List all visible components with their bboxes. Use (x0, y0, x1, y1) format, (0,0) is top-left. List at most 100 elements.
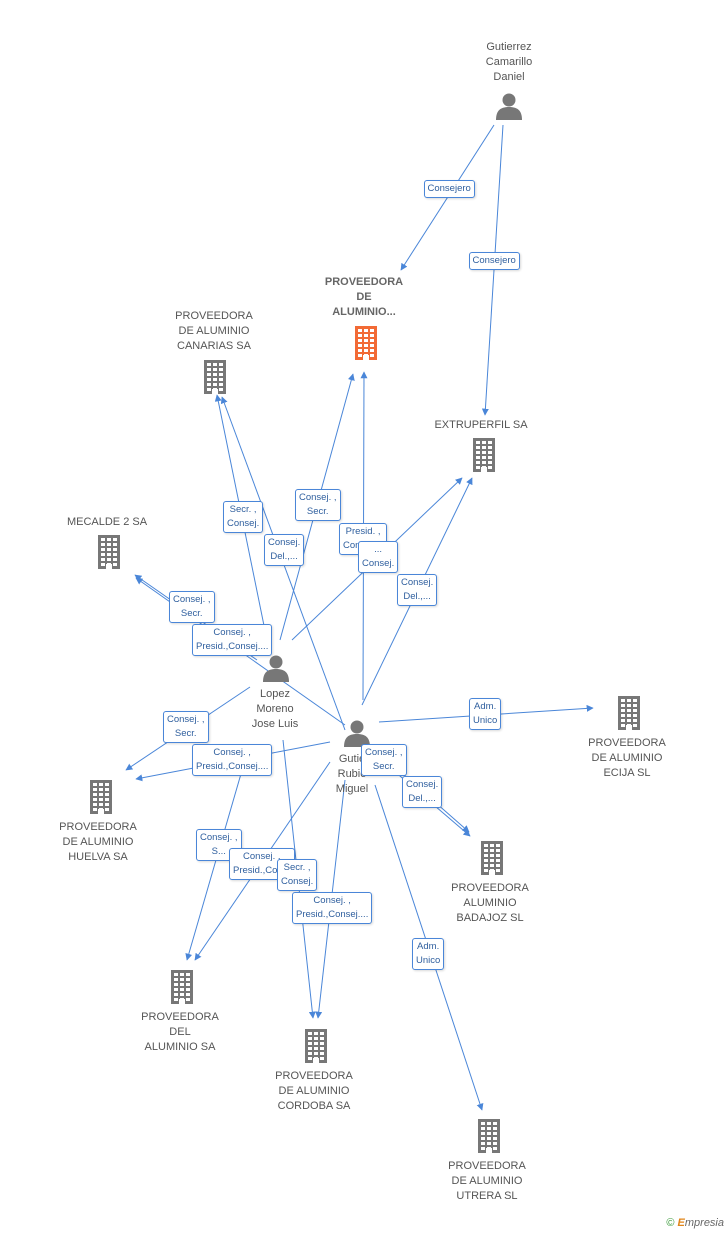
edge-label-line: Del.,... (270, 551, 298, 562)
node-label-line: Lopez (260, 688, 290, 700)
node-label-line: DE ALUMINIO (591, 752, 663, 764)
building-icon[interactable] (471, 438, 497, 477)
edge-label-line: Del.,... (403, 591, 431, 602)
edge-label-line: Adm. (474, 701, 497, 712)
edge-label-gutierrez-miguel-to-ecija[interactable]: Adm. Unico (469, 698, 502, 730)
node-label-line: Moreno (256, 703, 294, 715)
edge-label-gutierrez-daniel-to-focus[interactable]: Consejero (423, 180, 475, 198)
node-label: PROVEEDORA DEL ALUMINIO SA (125, 1010, 235, 1055)
node-label-line: PROVEEDORA (324, 276, 404, 288)
node-label-line: PROVEEDORA (275, 1070, 353, 1082)
edge-label-lopez-to-huelva[interactable]: Consej. , Secr. (163, 711, 209, 743)
edge-label-line: Secr. , (229, 504, 257, 515)
building-icon[interactable] (616, 696, 642, 735)
node-label-line: DE ALUMINIO (451, 1175, 523, 1187)
node-label: PROVEEDORA DE ALUMINIO ECIJA SL (572, 736, 682, 781)
node-label-line: PROVEEDORA (588, 737, 666, 749)
edge-label-line: Presid.,Consej.... (296, 909, 369, 920)
edge-label-line: Secr. (372, 761, 395, 772)
node-label-line: HUELVA SA (68, 851, 128, 863)
edge-label-gutierrez-miguel-to-huelva[interactable]: Consej. , Presid.,Consej.... (192, 744, 273, 776)
building-icon[interactable] (202, 360, 228, 399)
node-label-line: PROVEEDORA (59, 821, 137, 833)
edge-label-line: Secr. (174, 728, 197, 739)
edge-label-gutierrez-miguel-to-utrera[interactable]: Adm.Unico (412, 938, 445, 970)
node-label-line: Miguel (335, 783, 369, 795)
building-icon[interactable] (353, 326, 379, 365)
edge-label-line: Consej. , (167, 714, 205, 725)
person-icon[interactable] (495, 92, 523, 125)
edge-label-line: Consej. , (200, 832, 238, 843)
node-label-line: Jose Luis (251, 718, 299, 730)
person-icon[interactable] (262, 654, 290, 687)
node-label-line: PROVEEDORA (448, 1160, 526, 1172)
building-icon[interactable] (88, 780, 114, 819)
node-label: PROVEEDORA DE ALUMINIO UTRERA SL (432, 1159, 542, 1204)
node-label-line: ALUMINIO... (332, 306, 396, 318)
building-icon[interactable] (169, 970, 195, 1009)
node-label-line: Camarillo (485, 56, 533, 68)
building-icon[interactable] (476, 1119, 502, 1158)
node-label-line: ALUMINIO SA (144, 1041, 216, 1053)
node-label-line: Gutie (338, 753, 366, 765)
building-icon[interactable] (303, 1029, 329, 1068)
edge-label-lopez-to-focus[interactable]: Consej. ,Secr. (295, 489, 341, 521)
edge-label-gutierrez-daniel-to-extruperfil[interactable]: Consejero (468, 252, 520, 270)
node-label-line: UTRERA SL (456, 1190, 518, 1202)
node-label-line: DEL (169, 1026, 191, 1038)
building-icon[interactable] (96, 535, 122, 574)
edge-label-line: Presid. , (345, 526, 381, 537)
edge-label-line: Consej. (268, 537, 301, 548)
edge-label-line: ... (374, 544, 383, 555)
edge-label-line: S... (211, 846, 226, 857)
node-label-line: Rubio (337, 768, 367, 780)
node-label: PROVEEDORA DE ALUMINIO HUELVA SA (43, 820, 153, 865)
edge-label-lopez-to-canarias[interactable]: Secr. ,Consej. (223, 501, 264, 533)
edge-label-line: Consejero (472, 255, 516, 266)
node-label-line: Daniel (493, 71, 525, 83)
edge-label-line: Unico (473, 715, 498, 726)
edge-label-line: Secr. , (283, 862, 311, 873)
node-label-line: PROVEEDORA (141, 1011, 219, 1023)
edge-label-line: Consejero (427, 183, 471, 194)
node-label-line: DE ALUMINIO (62, 836, 134, 848)
edge-label-line: Consej. (362, 558, 395, 569)
edge-label-line: Del.,... (408, 793, 436, 804)
edge-label-lopez-to-extruperfil[interactable]: ... Consej. (358, 541, 399, 573)
node-label-line: DE ALUMINIO (278, 1085, 350, 1097)
edge-label-gutierrez-miguel-to-badajoz[interactable]: Consej.Del.,... (402, 776, 443, 808)
edge-label-lopez-to-mecalde[interactable]: Consej. ,Secr. (169, 591, 215, 623)
node-label-line: Gutierrez (486, 41, 532, 53)
node-label-line: ECIJA SL (603, 767, 651, 779)
node-label-line: ALUMINIO (463, 897, 517, 909)
edge-label-gutierrez-miguel-to-cordoba[interactable]: Consej. , Presid.,Consej.... (292, 892, 373, 924)
edge-label-gutierrez-miguel-to-mecalde[interactable]: Consej. ,Presid.,Consej.... (192, 624, 273, 656)
edge-label-line: Presid.,Consej.... (196, 641, 269, 652)
building-icon[interactable] (479, 841, 505, 880)
edge-label-line: Consej. , (313, 895, 351, 906)
node-label-line: EXTRUPERFIL SA (434, 419, 528, 431)
brand-name: mpresia (684, 1217, 724, 1229)
brand-footer: © Empresia (666, 1217, 724, 1229)
node-label: MECALDE 2 SA (52, 515, 162, 530)
edge-label-lopez-to-badajoz[interactable]: Consej. , Secr. (361, 744, 407, 776)
node-label-line: PROVEEDORA (451, 882, 529, 894)
edge-label-lopez-to-cordoba[interactable]: Secr. ,Consej. (277, 859, 318, 891)
node-label: EXTRUPERFIL SA (426, 418, 536, 433)
edge-label-line: Presid.,Con... (233, 865, 291, 876)
person-icon[interactable] (343, 719, 371, 752)
edge-label-line: Consej. , (213, 747, 251, 758)
edge-label-gutierrez-miguel-to-extruperfil[interactable]: Consej.Del.,... (397, 574, 438, 606)
edge-label-gutierrez-miguel-to-canarias[interactable]: Consej. Del.,... (264, 534, 305, 566)
copyright-symbol: © (666, 1217, 675, 1229)
edge-label-line: Adm. (417, 941, 440, 952)
node-label-line: BADAJOZ SL (456, 912, 524, 924)
edge-label-line: Presid.,Consej.... (196, 761, 269, 772)
edge-label-line: Consej. , (365, 747, 403, 758)
edge-label-line: Consej. , (299, 492, 337, 503)
node-label-line: PROVEEDORA (175, 310, 253, 322)
